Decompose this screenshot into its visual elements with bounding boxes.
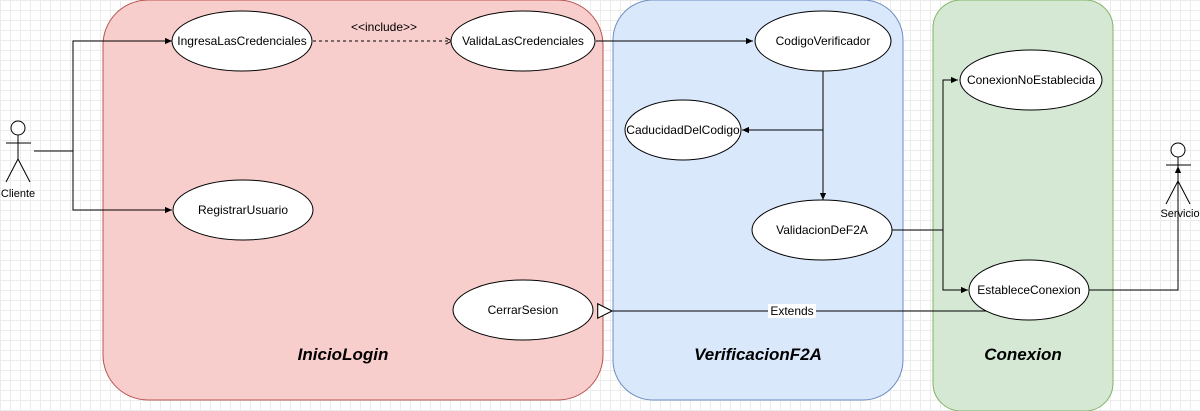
actor-head-icon [10,120,26,136]
edge-validacion-establece[interactable] [942,230,968,294]
use-case-label: CerrarSesion [488,303,559,317]
use-case-label: CaducidadDelCodigo [626,123,740,137]
use-case-label: EstableceConexion [977,283,1080,297]
edge-establece-servicio[interactable] [1088,166,1182,291]
actor-cliente[interactable] [5,120,31,183]
edge-cliente-ingresa[interactable] [34,37,172,152]
group-title-conexion: Conexion [984,345,1061,364]
group-title-verificacion-f2a: VerificacionF2A [694,345,822,364]
use-case-label: ConexionNoEstablecida [967,73,1095,87]
group-title-inicio-login: InicioLogin [298,345,389,364]
use-case-caducidad-del-codigo[interactable]: CaducidadDelCodigo [624,99,742,161]
use-case-label: ValidacionDeF2A [776,223,868,237]
use-case-label: RegistrarUsuario [198,203,288,217]
edge-validacion-no-establecida[interactable] [892,76,958,231]
actor-label-servicio: Servicio [1160,208,1199,220]
extends-label: Extends [770,304,813,318]
include-label: <<include>> [351,20,417,34]
use-case-label: IngresaLasCredenciales [177,34,306,48]
use-case-registrar-usuario[interactable]: RegistrarUsuario [172,179,314,241]
use-case-validacion-de-f2a[interactable]: ValidacionDeF2A [751,199,893,261]
edge-cliente-registrar[interactable] [72,151,172,214]
use-case-establece-conexion[interactable]: EstableceConexion [968,259,1090,321]
use-case-valida-credenciales[interactable]: ValidaLasCredenciales [450,10,596,72]
use-case-codigo-verificador[interactable]: CodigoVerificador [754,10,892,72]
use-case-ingresa-credenciales[interactable]: IngresaLasCredenciales [171,10,313,72]
actor-head-icon [1170,142,1186,158]
use-case-conexion-no-establecida[interactable]: ConexionNoEstablecida [959,49,1103,111]
use-case-label: ValidaLasCredenciales [462,34,584,48]
extends-label-bg [768,304,816,318]
actor-label-cliente: Cliente [1,188,35,200]
use-case-label: CodigoVerificador [776,34,871,48]
use-case-cerrar-sesion[interactable]: CerrarSesion [452,279,594,341]
actor-servicio[interactable] [1165,142,1191,205]
